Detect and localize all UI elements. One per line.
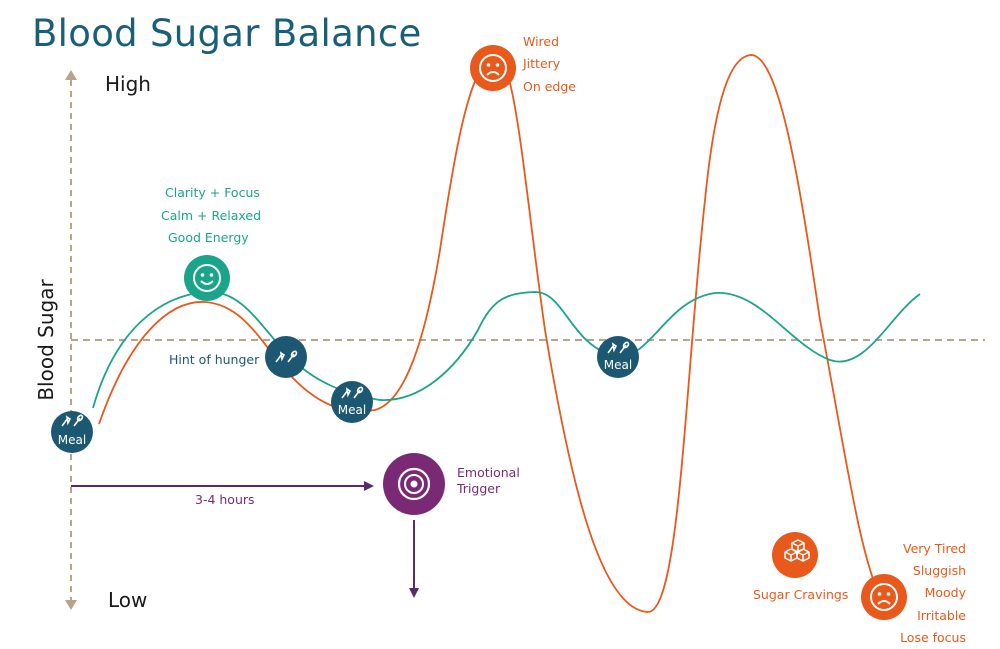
fork-knife-icon	[275, 350, 298, 363]
meal-marker-3: Meal	[331, 381, 373, 423]
y-axis-label: Blood Sugar	[34, 279, 58, 401]
low-state-label-2: Sluggish	[912, 563, 966, 578]
y-axis-arrow-up	[65, 70, 77, 80]
meal-label: Meal	[58, 433, 86, 447]
balanced-label-1: Clarity + Focus	[165, 185, 260, 200]
meal-label: Meal	[604, 358, 632, 372]
balanced-label-2: Calm + Relaxed	[161, 208, 262, 223]
target-icon	[383, 453, 445, 515]
hunger-label: Hint of hunger	[169, 352, 260, 367]
cravings-label: Sugar Cravings	[753, 587, 849, 602]
trigger-label-1: Emotional	[457, 465, 520, 480]
low-state-label-5: Lose focus	[900, 630, 966, 645]
axis-low-label: Low	[108, 588, 148, 612]
high-state-label-2: Jittery	[523, 56, 561, 71]
time-label: 3-4 hours	[195, 492, 255, 507]
fork-knife-icon	[607, 341, 630, 354]
high-state-label-1: Wired	[523, 34, 560, 49]
sad-face-icon	[861, 574, 907, 620]
sad-face-icon	[470, 45, 516, 91]
low-state-label-4: Irritable	[917, 608, 966, 623]
meal-marker-2	[265, 336, 307, 378]
balanced-label-3: Good Energy	[168, 230, 249, 245]
high-state-label-3: On edge	[523, 79, 576, 94]
sugar-cubes-icon	[772, 532, 818, 578]
happy-face-icon	[184, 255, 230, 301]
axis-high-label: High	[105, 72, 151, 96]
spike-curve	[98, 54, 883, 613]
fork-knife-icon	[61, 414, 84, 427]
low-state-label-1: Very Tired	[903, 541, 966, 556]
trigger-label-2: Trigger	[457, 481, 501, 496]
y-axis-arrow-down	[65, 600, 77, 610]
meal-label: Meal	[338, 403, 366, 417]
fork-knife-icon	[341, 386, 364, 399]
page-title: Blood Sugar Balance	[32, 12, 422, 55]
meal-marker-4: Meal	[597, 336, 639, 378]
meal-marker-1: Meal	[51, 411, 93, 453]
low-state-label-3: Moody	[924, 585, 966, 600]
balanced-curve	[92, 291, 921, 409]
